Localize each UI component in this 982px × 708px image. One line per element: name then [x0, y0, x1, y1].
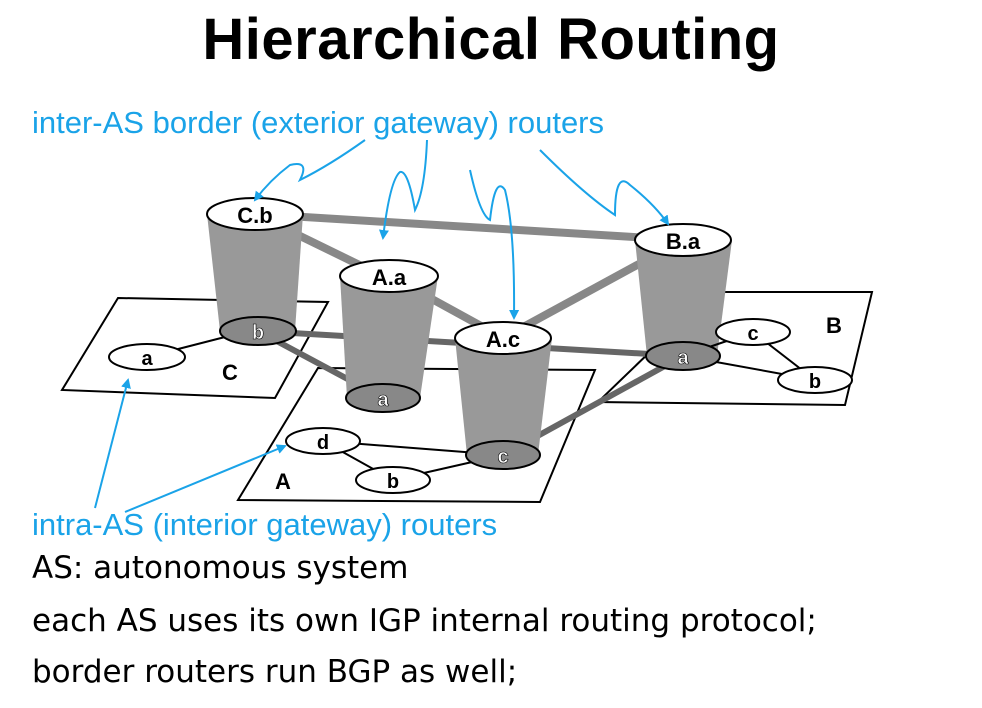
- router-A-d: d: [285, 427, 361, 455]
- cones: [207, 214, 732, 455]
- router-A.a: A.a: [339, 259, 439, 293]
- router-label: B.a: [666, 229, 701, 254]
- router-label: c: [747, 323, 758, 345]
- router-label: a: [677, 347, 689, 369]
- router-label: a: [377, 389, 389, 411]
- as-definition: AS: autonomous system: [32, 550, 409, 586]
- as-name-a: A: [275, 469, 291, 494]
- router-label: b: [252, 322, 264, 344]
- router-A.c: A.c: [454, 321, 552, 355]
- router-label: d: [317, 432, 329, 454]
- router-A-b: b: [355, 466, 431, 494]
- router-B-b: b: [777, 366, 853, 394]
- igp-note: each AS uses its own IGP internal routin…: [32, 603, 817, 639]
- inter-as-arrows: [253, 139, 670, 320]
- router-label: C.b: [237, 203, 272, 228]
- router-A-a-bottom: a: [345, 383, 421, 413]
- as-name-c: C: [222, 360, 238, 385]
- bgp-note: border routers run BGP as well;: [32, 654, 518, 690]
- router-C-a: a: [108, 343, 186, 371]
- intra-as-arrows: [94, 378, 287, 513]
- router-label: b: [809, 371, 821, 393]
- router-C.b: C.b: [206, 197, 304, 231]
- router-label: a: [141, 348, 153, 370]
- router-label: c: [497, 446, 508, 468]
- as-name-b: B: [826, 313, 842, 338]
- router-label: A.a: [372, 265, 407, 290]
- router-A-c-bottom: c: [465, 440, 541, 470]
- router-label: b: [387, 471, 399, 493]
- page-title: Hierarchical Routing: [202, 7, 780, 72]
- router-B.a: B.a: [634, 223, 732, 257]
- router-B-c: c: [715, 318, 791, 346]
- router-label: A.c: [486, 327, 520, 352]
- inter-as-label: inter-AS border (exterior gateway) route…: [32, 105, 605, 140]
- router-C-b-bottom: b: [219, 316, 297, 346]
- router-B-a-bottom: a: [645, 341, 721, 371]
- intra-as-label: intra-AS (interior gateway) routers: [32, 507, 498, 542]
